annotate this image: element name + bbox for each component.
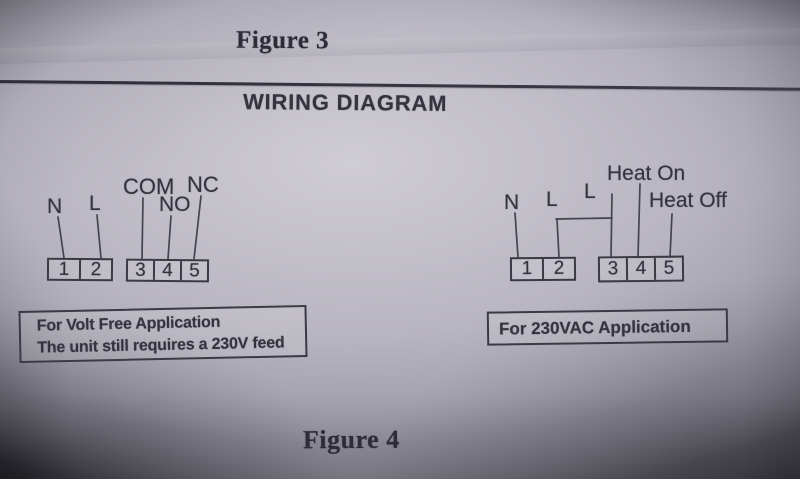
wire-right-n-icon bbox=[514, 212, 519, 258]
left-label-com: COM bbox=[123, 174, 175, 199]
volt-free-caption-line2: The unit still requires a 230V feed bbox=[37, 334, 285, 357]
volt-free-caption-box: For Volt Free Application The unit still… bbox=[18, 304, 308, 364]
wire-left-nc-icon bbox=[193, 195, 202, 260]
terminal-cell: 2 bbox=[541, 258, 575, 280]
wire-left-com-icon bbox=[141, 197, 144, 260]
figure-4-title: Figure 4 bbox=[302, 424, 400, 455]
right-label-l-feed: L bbox=[584, 180, 596, 203]
left-terminal-block-3-4-5: 3 4 5 bbox=[125, 258, 210, 283]
wire-left-l-icon bbox=[96, 214, 102, 259]
left-label-nc: NC bbox=[187, 172, 219, 197]
wire-right-l-feed-icon bbox=[610, 193, 613, 258]
terminal-cell: 4 bbox=[152, 259, 181, 281]
right-label-n: N bbox=[504, 191, 520, 214]
wire-left-no-icon bbox=[167, 215, 172, 260]
right-label-heat-on: Heat On bbox=[607, 162, 686, 185]
230vac-caption-text: For 230VAC Application bbox=[498, 316, 691, 339]
left-terminal-block-1-2: 1 2 bbox=[46, 257, 114, 282]
terminal-cell: 2 bbox=[78, 259, 112, 280]
left-label-n: N bbox=[47, 195, 63, 218]
wire-left-n-icon bbox=[57, 216, 65, 259]
wire-right-heat-on-icon bbox=[637, 183, 641, 258]
terminal-cell: 1 bbox=[521, 258, 533, 280]
wire-right-heat-off-icon bbox=[669, 213, 673, 258]
terminal-cell: 4 bbox=[625, 257, 655, 281]
230vac-caption-box: For 230VAC Application bbox=[486, 308, 729, 346]
right-label-heat-off: Heat Off bbox=[649, 189, 727, 212]
terminal-cell: 3 bbox=[607, 258, 619, 280]
right-label-l-link: L bbox=[546, 188, 558, 211]
left-label-no: NO bbox=[159, 193, 191, 216]
terminal-cell: 3 bbox=[135, 259, 146, 281]
terminal-cell: 5 bbox=[179, 260, 208, 281]
wire-right-link-vertical-icon bbox=[556, 218, 560, 258]
left-label-l: L bbox=[89, 192, 101, 215]
right-terminal-block-3-4-5: 3 4 5 bbox=[597, 255, 685, 283]
terminal-cell: 5 bbox=[653, 257, 683, 280]
terminal-cell: 1 bbox=[58, 258, 70, 280]
right-terminal-block-1-2: 1 2 bbox=[509, 256, 577, 282]
wire-right-link-horizontal-icon bbox=[555, 217, 613, 220]
